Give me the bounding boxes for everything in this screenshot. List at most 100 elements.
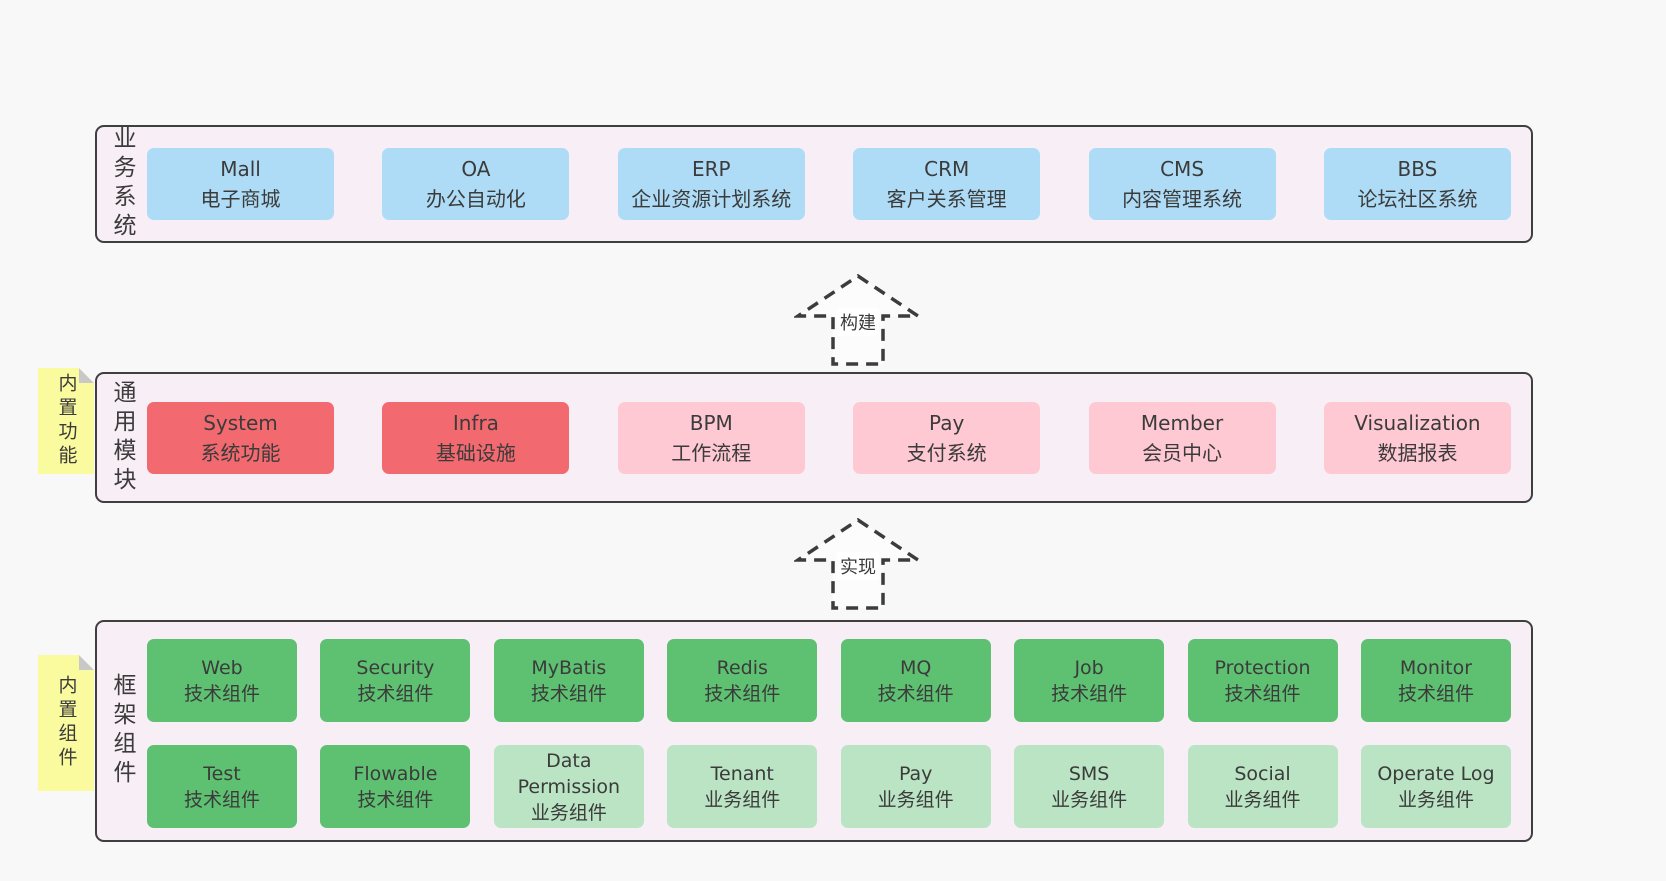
box-desc: 技术组件 xyxy=(357,788,434,811)
box-name: Infra xyxy=(452,410,499,435)
folded-corner-icon xyxy=(79,368,94,383)
box-desc: 技术组件 xyxy=(704,682,781,705)
box-name: Protection xyxy=(1214,656,1311,679)
box-name: Social xyxy=(1234,762,1291,785)
box-name: Tenant xyxy=(710,762,774,785)
business-systems-row: Mall 电子商城 OA 办公自动化 ERP 企业资源计划系统 CRM 客户关系… xyxy=(147,148,1511,220)
box-desc: 办公自动化 xyxy=(425,187,526,211)
box-flowable: Flowable 技术组件 xyxy=(320,745,471,828)
band-label-business-systems: 业务系统 xyxy=(109,126,135,242)
box-name: Mall xyxy=(220,157,261,181)
box-name: Operate Log xyxy=(1377,762,1495,785)
box-name: Web xyxy=(201,656,243,679)
box-member: Member 会员中心 xyxy=(1088,401,1276,474)
box-desc: 技术组件 xyxy=(183,788,260,811)
box-job: Job 技术组件 xyxy=(1014,639,1165,722)
arrow-build: 构建 xyxy=(792,272,924,368)
band-label-common-modules: 通用模块 xyxy=(109,379,135,496)
box-desc: 基础设施 xyxy=(435,440,516,465)
folded-corner-icon xyxy=(79,655,94,670)
box-desc: 技术组件 xyxy=(530,682,607,705)
box-desc: 系统功能 xyxy=(200,440,281,465)
band-business-systems: 业务系统 Mall 电子商城 OA 办公自动化 ERP 企业资源计划系统 CRM… xyxy=(95,125,1533,243)
box-desc: 技术组件 xyxy=(357,682,434,705)
box-system: System 系统功能 xyxy=(147,401,334,474)
box-security: Security 技术组件 xyxy=(320,639,471,722)
box-name: Security xyxy=(356,656,435,679)
box-erp: ERP 企业资源计划系统 xyxy=(617,148,805,220)
box-name: Job xyxy=(1074,656,1104,679)
box-desc: 支付系统 xyxy=(906,440,987,465)
box-social: Social 业务组件 xyxy=(1187,745,1338,828)
box-desc: 技术组件 xyxy=(877,682,954,705)
framework-components-row-1: Web 技术组件 Security 技术组件 MyBatis 技术组件 Redi… xyxy=(147,639,1511,722)
box-infra: Infra 基础设施 xyxy=(382,401,570,474)
box-redis: Redis 技术组件 xyxy=(667,639,818,722)
arrow-implement-label: 实现 xyxy=(837,552,879,580)
sticky-label: 内置组件 xyxy=(55,675,78,771)
box-name: OA xyxy=(461,157,491,181)
box-name: MyBatis xyxy=(531,656,607,679)
box-name: System xyxy=(203,410,278,435)
box-bbs: BBS 论坛社区系统 xyxy=(1323,148,1511,220)
arrow-build-label: 构建 xyxy=(837,308,879,336)
box-monitor: Monitor 技术组件 xyxy=(1360,639,1511,722)
box-desc: 业务组件 xyxy=(1051,788,1128,811)
box-tenant: Tenant 业务组件 xyxy=(667,745,818,828)
box-pay-biz: Pay 业务组件 xyxy=(840,745,991,828)
box-cms: CMS 内容管理系统 xyxy=(1088,148,1276,220)
framework-components-row-2: Test 技术组件 Flowable 技术组件 Data Permission … xyxy=(147,745,1511,828)
common-modules-row: System 系统功能 Infra 基础设施 BPM 工作流程 Pay 支付系统… xyxy=(147,401,1511,474)
band-common-modules: 通用模块 System 系统功能 Infra 基础设施 BPM 工作流程 Pay… xyxy=(95,372,1533,503)
box-test: Test 技术组件 xyxy=(147,745,297,828)
box-operate-log: Operate Log 业务组件 xyxy=(1360,745,1511,828)
box-name: Data Permission xyxy=(517,749,621,798)
box-bpm: BPM 工作流程 xyxy=(617,401,805,474)
box-desc: 内容管理系统 xyxy=(1122,187,1243,211)
band-framework-components: 框架组件 Web 技术组件 Security 技术组件 MyBatis 技术组件… xyxy=(95,620,1533,842)
box-name: Monitor xyxy=(1399,656,1473,679)
box-name: Visualization xyxy=(1354,410,1481,435)
box-data-permission: Data Permission 业务组件 xyxy=(493,745,644,828)
box-crm: CRM 客户关系管理 xyxy=(853,148,1041,220)
box-name: BBS xyxy=(1397,157,1438,181)
box-name: Flowable xyxy=(353,762,438,785)
box-oa: OA 办公自动化 xyxy=(382,148,570,220)
box-desc: 技术组件 xyxy=(183,682,260,705)
box-mybatis: MyBatis 技术组件 xyxy=(493,639,644,722)
box-desc: 技术组件 xyxy=(1397,682,1474,705)
box-name: MQ xyxy=(900,656,932,679)
box-pay: Pay 支付系统 xyxy=(853,401,1041,474)
box-name: BPM xyxy=(689,410,733,435)
box-desc: 业务组件 xyxy=(877,788,954,811)
box-desc: 会员中心 xyxy=(1142,440,1223,465)
box-desc: 业务组件 xyxy=(530,801,607,824)
arrow-implement: 实现 xyxy=(792,516,924,612)
sticky-label: 内置功能 xyxy=(55,373,78,469)
sticky-built-in-features: 内置功能 xyxy=(38,368,94,474)
box-visualization: Visualization 数据报表 xyxy=(1323,401,1511,474)
box-name: SMS xyxy=(1068,762,1110,785)
box-protection: Protection 技术组件 xyxy=(1187,639,1338,722)
box-name: Pay xyxy=(898,762,933,785)
box-name: Pay xyxy=(929,410,965,435)
box-desc: 论坛社区系统 xyxy=(1357,187,1478,211)
box-desc: 技术组件 xyxy=(1051,682,1128,705)
box-name: CRM xyxy=(924,157,970,181)
box-desc: 技术组件 xyxy=(1224,682,1301,705)
box-desc: 电子商城 xyxy=(200,187,281,211)
box-desc: 工作流程 xyxy=(671,440,752,465)
box-mq: MQ 技术组件 xyxy=(840,639,991,722)
sticky-built-in-components: 内置组件 xyxy=(38,655,94,791)
box-sms: SMS 业务组件 xyxy=(1014,745,1165,828)
box-name: CMS xyxy=(1160,157,1205,181)
box-name: Member xyxy=(1140,410,1224,435)
box-desc: 客户关系管理 xyxy=(886,187,1007,211)
box-name: Redis xyxy=(716,656,768,679)
box-desc: 业务组件 xyxy=(1397,788,1474,811)
box-name: ERP xyxy=(691,157,731,181)
box-mall: Mall 电子商城 xyxy=(147,148,334,220)
box-desc: 数据报表 xyxy=(1377,440,1458,465)
box-web: Web 技术组件 xyxy=(147,639,297,722)
band-label-framework-components: 框架组件 xyxy=(109,673,135,789)
